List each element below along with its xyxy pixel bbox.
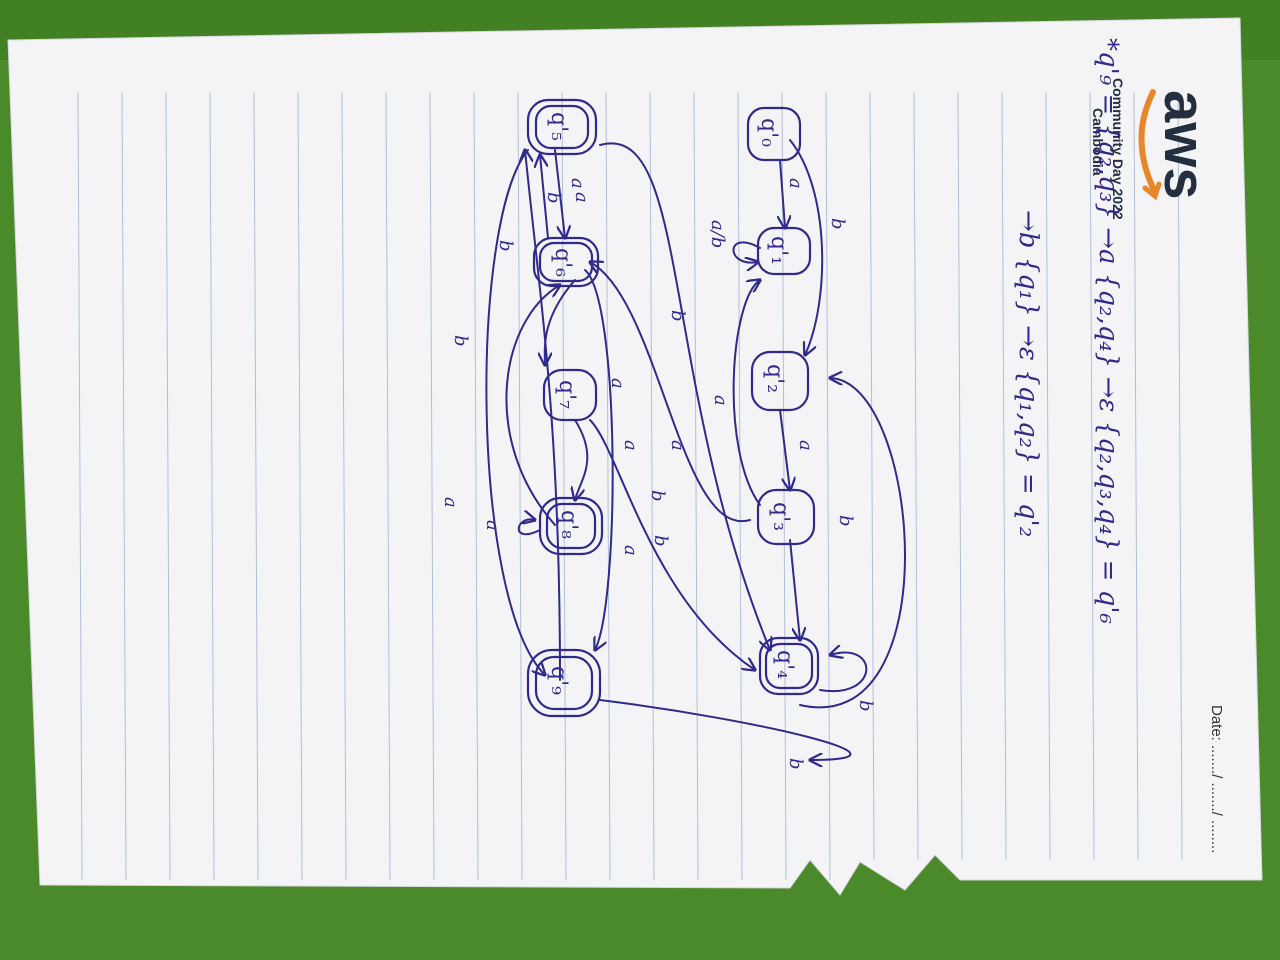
state-q4: q'₄	[758, 636, 820, 696]
edge-label: b	[650, 535, 671, 547]
edge-label: a	[667, 440, 688, 451]
event-name: Community Day 2022	[1110, 78, 1126, 220]
states: q'₀ q'₁ q'₂ q'₃ q'₄ q'₅ q'₆	[526, 98, 820, 718]
edge-label: b	[450, 335, 471, 347]
edge-label: a	[795, 440, 816, 451]
state-q6: q'₆	[532, 236, 600, 288]
edge-label: b	[647, 490, 668, 502]
edge-label: b	[855, 700, 876, 712]
state-q9: q'₉	[526, 648, 602, 718]
svg-text:q'₄: q'₄	[772, 650, 797, 679]
edge-label: b	[785, 758, 806, 770]
edge-label: b	[495, 240, 516, 252]
equation-line-1: *q'₉ = {q₂,q₃} →a {q₂,q₄} →ε {q₂,q₃,q₄} …	[1093, 38, 1123, 624]
state-q7: q'₇	[542, 368, 598, 422]
state-q3: q'₃	[756, 488, 816, 546]
edge-label: a	[567, 178, 588, 189]
equation-line-2: →b {q₁} →ε {q₁,q₂} = q'₂	[1013, 210, 1043, 537]
ruled-lines	[77, 91, 1183, 881]
edge-label: b	[667, 310, 688, 322]
edge-label: a	[785, 178, 806, 189]
edge-label: a	[620, 545, 641, 556]
paper-sheet	[7, 17, 1263, 896]
state-q2: q'₂	[750, 350, 810, 412]
aws-logo: aws Community Day 2022 Cambodia	[1090, 78, 1217, 220]
state-q1: q'₁	[756, 226, 812, 276]
date-field: Date: ......./ ......./ ........	[1208, 705, 1225, 853]
edge-label: a	[620, 440, 641, 451]
equations: *q'₉ = {q₂,q₃} →a {q₂,q₄} →ε {q₂,q₃,q₄} …	[1013, 38, 1123, 624]
svg-text:q'₉: q'₉	[546, 666, 571, 695]
edge-label: a/b	[707, 220, 728, 248]
edge-label: b	[827, 218, 848, 230]
edge-label: b	[543, 192, 564, 204]
edge-label: a	[571, 192, 592, 203]
state-q8: q'₈	[538, 496, 604, 556]
svg-text:q'₅: q'₅	[546, 112, 571, 141]
edge-label: a	[607, 378, 628, 389]
edge-label: b	[835, 515, 856, 527]
edge-label: a	[710, 395, 731, 406]
state-q0: q'₀	[746, 106, 802, 162]
svg-text:q'₂: q'₂	[762, 364, 787, 393]
svg-text:q'₀: q'₀	[756, 118, 781, 147]
aws-smile-icon	[1138, 89, 1158, 195]
svg-text:q'₃: q'₃	[768, 502, 793, 531]
aws-wordmark: aws	[1152, 90, 1217, 200]
event-location: Cambodia	[1090, 108, 1106, 176]
transitions	[485, 139, 906, 760]
svg-text:q'₆: q'₆	[550, 248, 575, 277]
edge-labels: a b a/b a a b b a a b a b a a b b a b a …	[440, 178, 876, 770]
edge-label: a	[482, 520, 503, 531]
state-q5: q'₅	[526, 98, 598, 156]
edge-label: a	[440, 497, 461, 508]
svg-text:q'₈: q'₈	[556, 510, 581, 539]
svg-text:q'₇: q'₇	[554, 380, 579, 409]
svg-text:q'₁: q'₁	[766, 236, 791, 265]
